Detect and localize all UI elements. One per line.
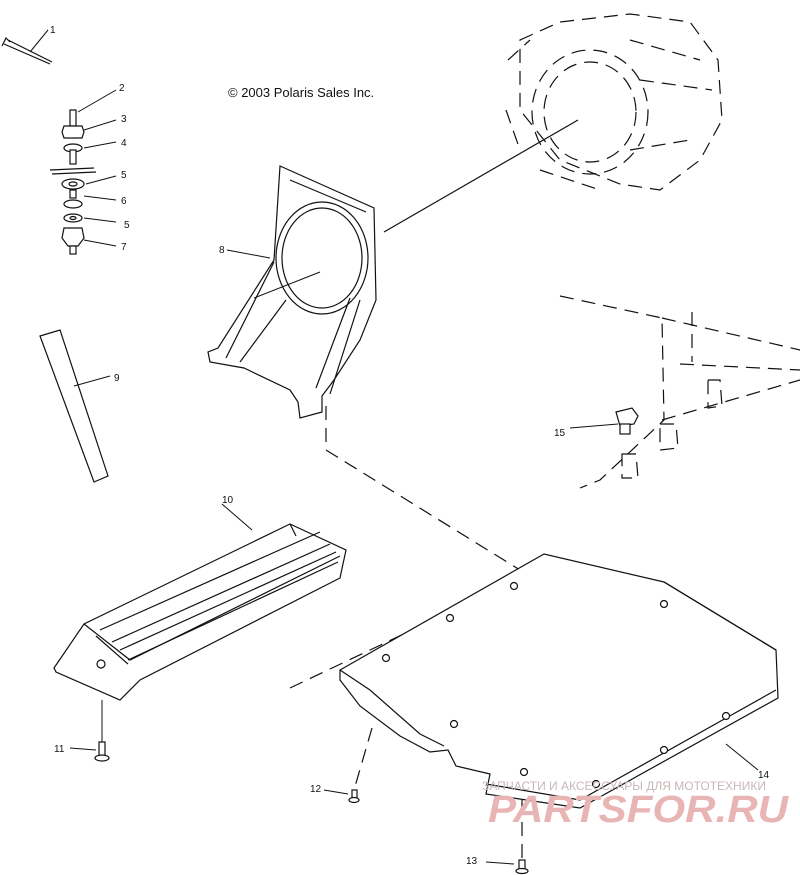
part-14-floor-mat (339, 553, 779, 809)
part-10-step-pad (53, 523, 347, 701)
callout-8: 8 (219, 245, 225, 256)
callout-5b: 5 (124, 220, 130, 231)
leader-11 (69, 747, 97, 751)
leader-13 (485, 861, 515, 865)
copyright-text: © 2003 Polaris Sales Inc. (228, 85, 374, 100)
part-11-screw (94, 741, 110, 762)
engine-housing-ghost (505, 13, 723, 191)
part-15-drain-plug (615, 407, 639, 435)
part-12-screw (348, 789, 360, 804)
callout-4: 4 (121, 138, 127, 149)
watermark-brand: PARTSFOR.RU (488, 789, 790, 831)
part-1-clip (1, 29, 53, 65)
part-2-7-stud-stack (49, 109, 97, 255)
leader-9 (73, 375, 111, 387)
callout-11: 11 (54, 744, 65, 755)
leader-12 (323, 789, 349, 795)
callout-3: 3 (121, 114, 127, 125)
watermark-tagline: ЗАПЧАСТИ И АКСЕССУАРЫ ДЛЯ МОТОТЕХНИКИ (482, 779, 766, 793)
callout-12: 12 (310, 784, 322, 795)
callout-1: 1 (50, 25, 56, 36)
part-8-pump-shroud (207, 165, 377, 419)
assembly-line-1 (325, 406, 521, 571)
assembly-line-12 (353, 727, 373, 791)
callout-9: 9 (114, 373, 120, 384)
leader-10 (221, 503, 253, 531)
leader-8 (226, 249, 271, 259)
leader-engine (383, 119, 579, 233)
callout-15: 15 (554, 428, 566, 439)
hull-ghost-right (559, 295, 800, 489)
callout-14: 14 (758, 770, 770, 781)
callout-6: 6 (121, 196, 127, 207)
leader-15 (569, 423, 619, 429)
stud-leader-lines (77, 89, 117, 247)
callout-13: 13 (466, 856, 478, 867)
callout-7: 7 (121, 242, 127, 253)
part-13-screw (515, 859, 529, 875)
callout-2: 2 (119, 83, 125, 94)
leader-14 (725, 743, 759, 771)
part-9-strip (39, 329, 109, 483)
callout-5a: 5 (121, 170, 127, 181)
leader-8b (253, 271, 321, 299)
callout-10: 10 (222, 495, 234, 506)
